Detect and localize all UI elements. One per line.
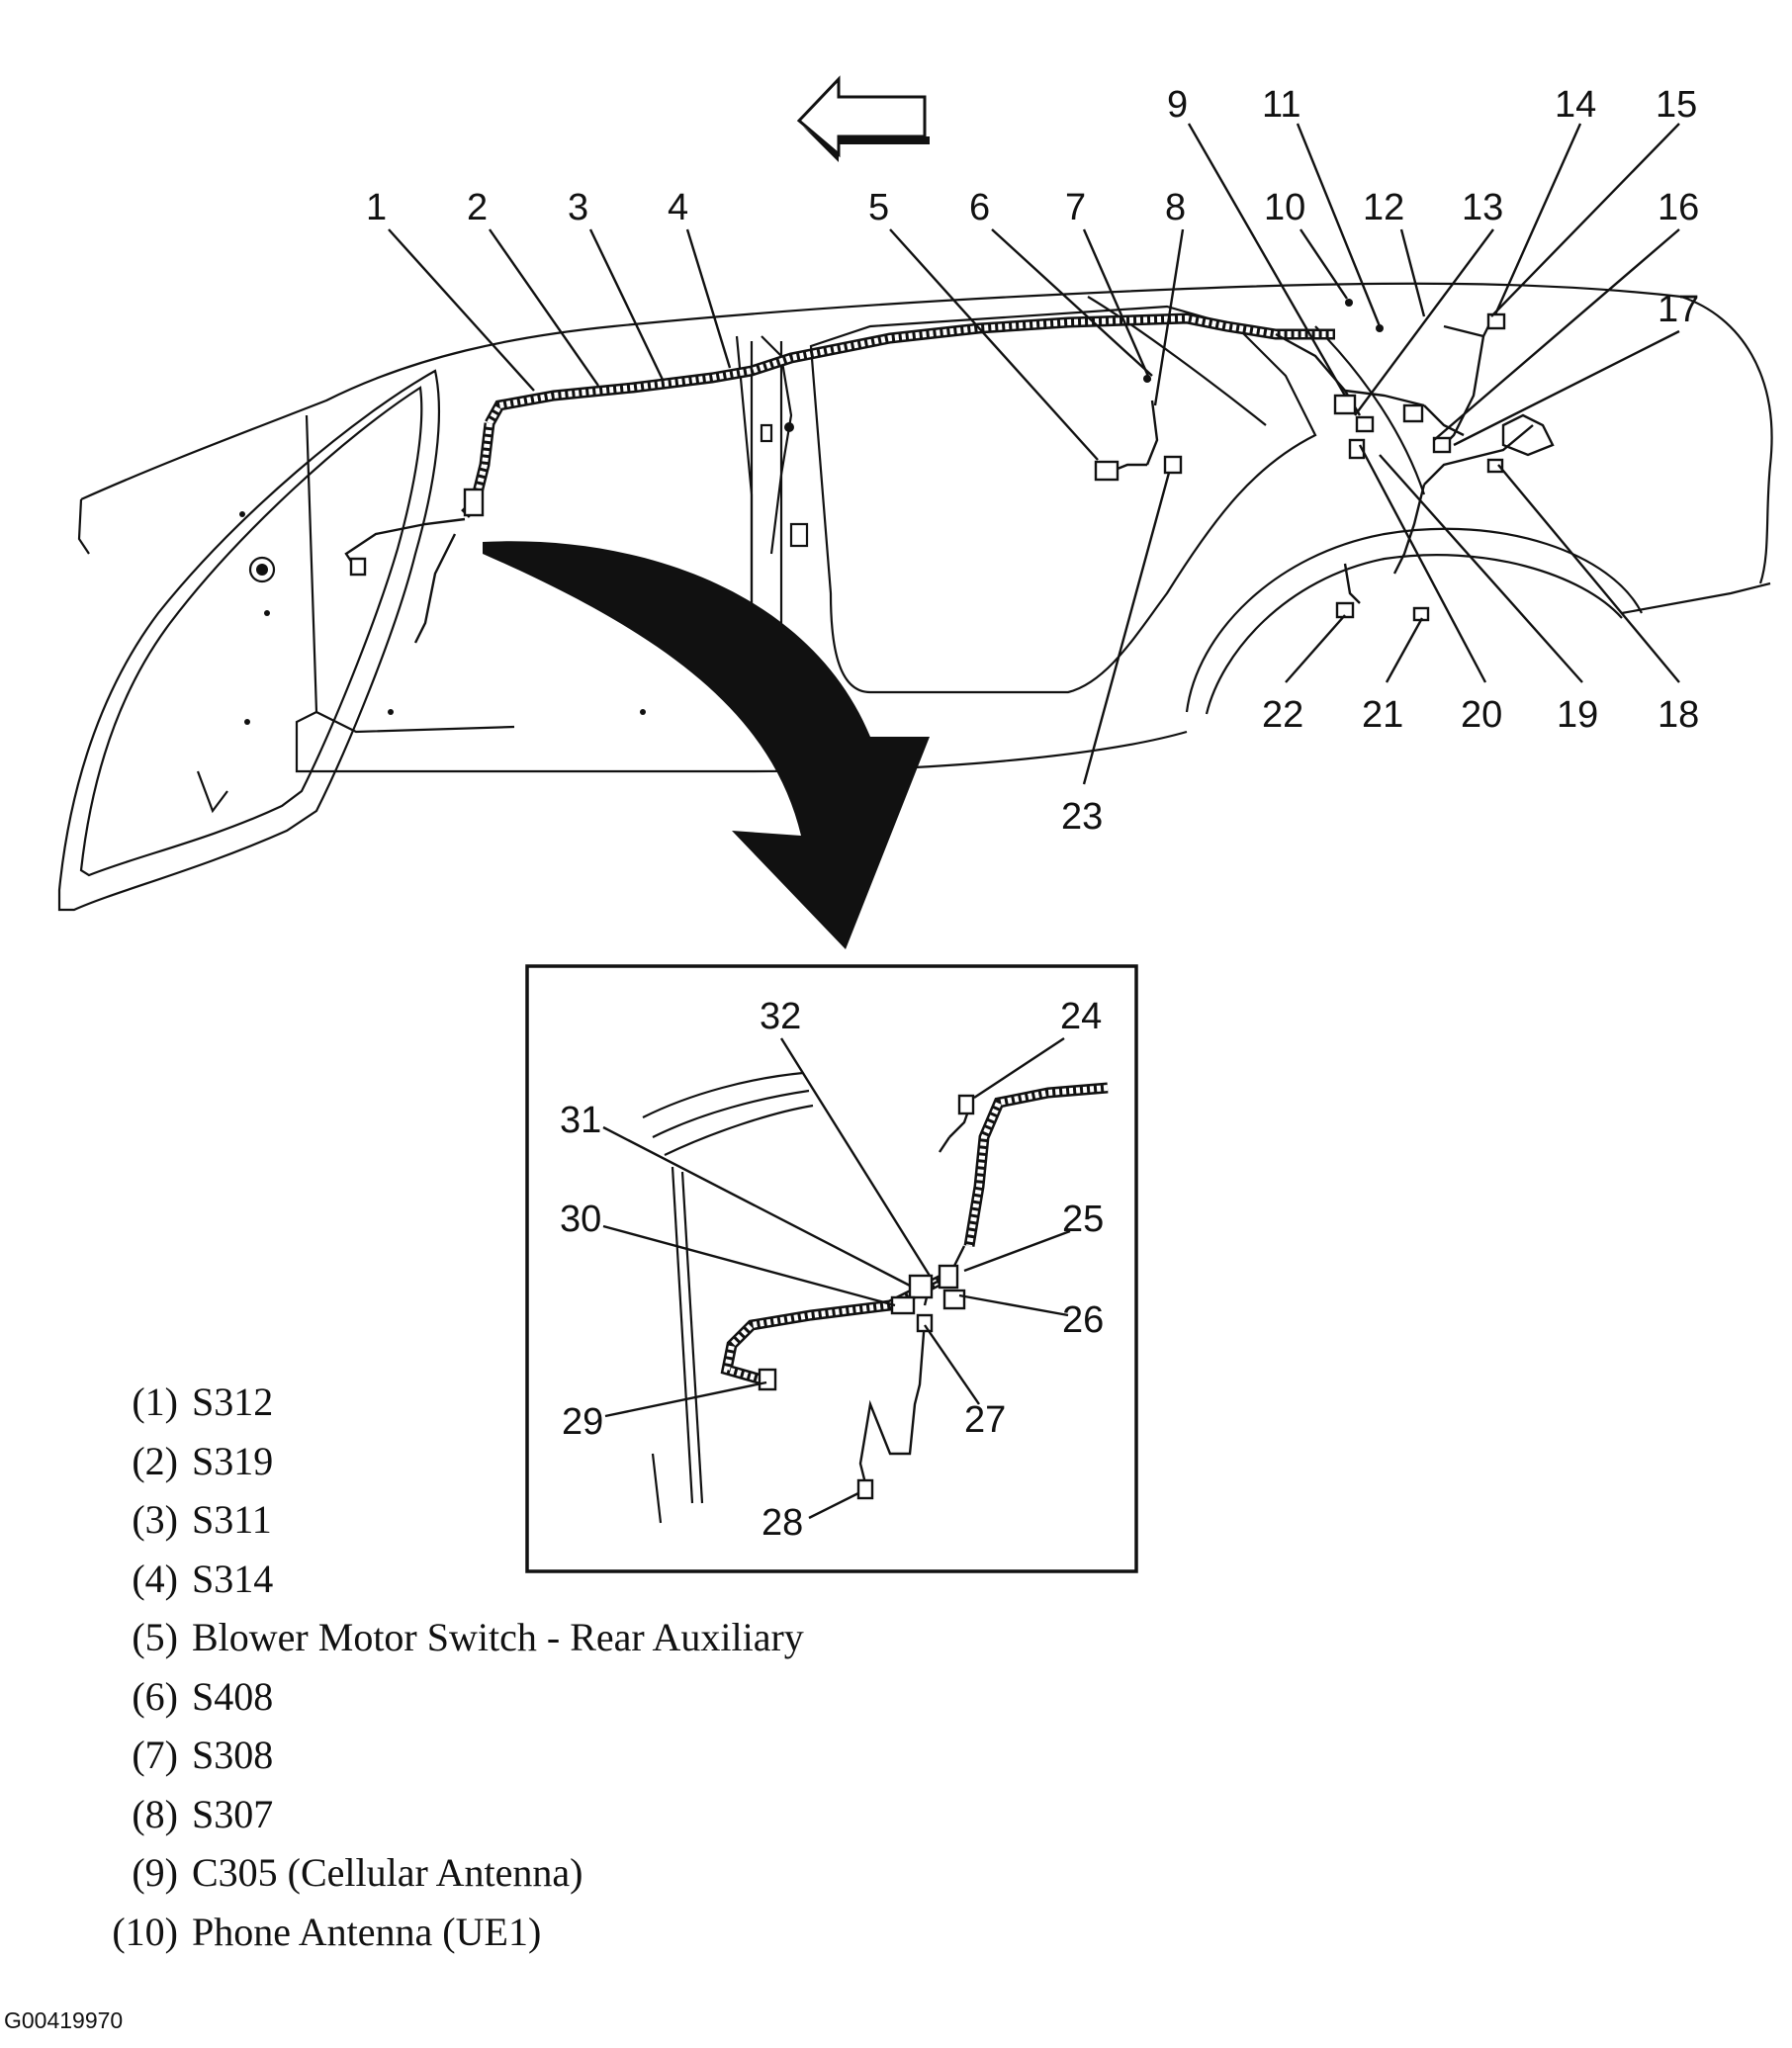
callout-27: 27 xyxy=(964,1399,1006,1441)
legend-item: (2)S319 xyxy=(132,1438,274,1483)
legend-item: (9)C305 (Cellular Antenna) xyxy=(132,1850,583,1895)
legend-item: (10)Phone Antenna (UE1) xyxy=(112,1909,542,1954)
rear-harness xyxy=(344,299,1555,644)
callout-31: 31 xyxy=(560,1100,601,1141)
callout-10: 10 xyxy=(1264,187,1305,228)
callout-26: 26 xyxy=(1062,1299,1104,1341)
callout-16: 16 xyxy=(1658,187,1699,228)
callout-7: 7 xyxy=(1065,187,1086,228)
callout-29: 29 xyxy=(562,1401,603,1443)
callout-21: 21 xyxy=(1362,694,1403,736)
callout-8: 8 xyxy=(1165,187,1186,228)
callout-6: 6 xyxy=(969,187,990,228)
legend-item: (8)S307 xyxy=(132,1791,274,1836)
callout-28: 28 xyxy=(762,1502,803,1544)
legend-item: (4)S314 xyxy=(132,1556,274,1601)
vehicle-body-outline xyxy=(57,282,1773,912)
legend-item: (5)Blower Motor Switch - Rear Auxiliary xyxy=(132,1615,804,1659)
callout-1: 1 xyxy=(366,187,387,228)
callout-15: 15 xyxy=(1656,84,1697,126)
callout-12: 12 xyxy=(1363,187,1404,228)
callout-18: 18 xyxy=(1658,694,1699,736)
legend-item: (6)S408 xyxy=(132,1673,274,1719)
callout-2: 2 xyxy=(467,187,488,228)
callout-leaders xyxy=(388,123,1680,1520)
callout-4: 4 xyxy=(668,187,688,228)
callout-19: 19 xyxy=(1557,694,1598,736)
callout-14: 14 xyxy=(1555,84,1596,126)
direction-arrow-icon xyxy=(796,75,930,162)
callout-17: 17 xyxy=(1658,289,1699,330)
callout-32: 32 xyxy=(760,996,801,1037)
callout-22: 22 xyxy=(1262,694,1303,736)
callout-5: 5 xyxy=(868,187,889,228)
callout-9: 9 xyxy=(1167,84,1188,126)
callout-13: 13 xyxy=(1462,187,1503,228)
legend-item: (1)S312 xyxy=(132,1380,274,1424)
callout-20: 20 xyxy=(1461,694,1502,736)
callout-30: 30 xyxy=(560,1199,601,1240)
legend-item: (3)S311 xyxy=(132,1497,272,1542)
legend-item: (7)S308 xyxy=(132,1733,274,1777)
callout-23: 23 xyxy=(1061,796,1103,838)
callout-11: 11 xyxy=(1262,84,1300,126)
callout-25: 25 xyxy=(1062,1199,1104,1240)
detail-inset xyxy=(525,964,1138,1573)
detail-pointer-arrow xyxy=(483,541,930,949)
figure-id: G00419970 xyxy=(4,2007,124,2033)
legend: (1)S312 (2)S319 (3)S311 (4)S314 (5)Blowe… xyxy=(97,1373,804,1961)
callout-3: 3 xyxy=(568,187,588,228)
callout-labels: 1 2 3 4 5 6 7 8 9 10 11 12 13 14 15 16 1… xyxy=(366,84,1699,1544)
callout-24: 24 xyxy=(1060,996,1102,1037)
